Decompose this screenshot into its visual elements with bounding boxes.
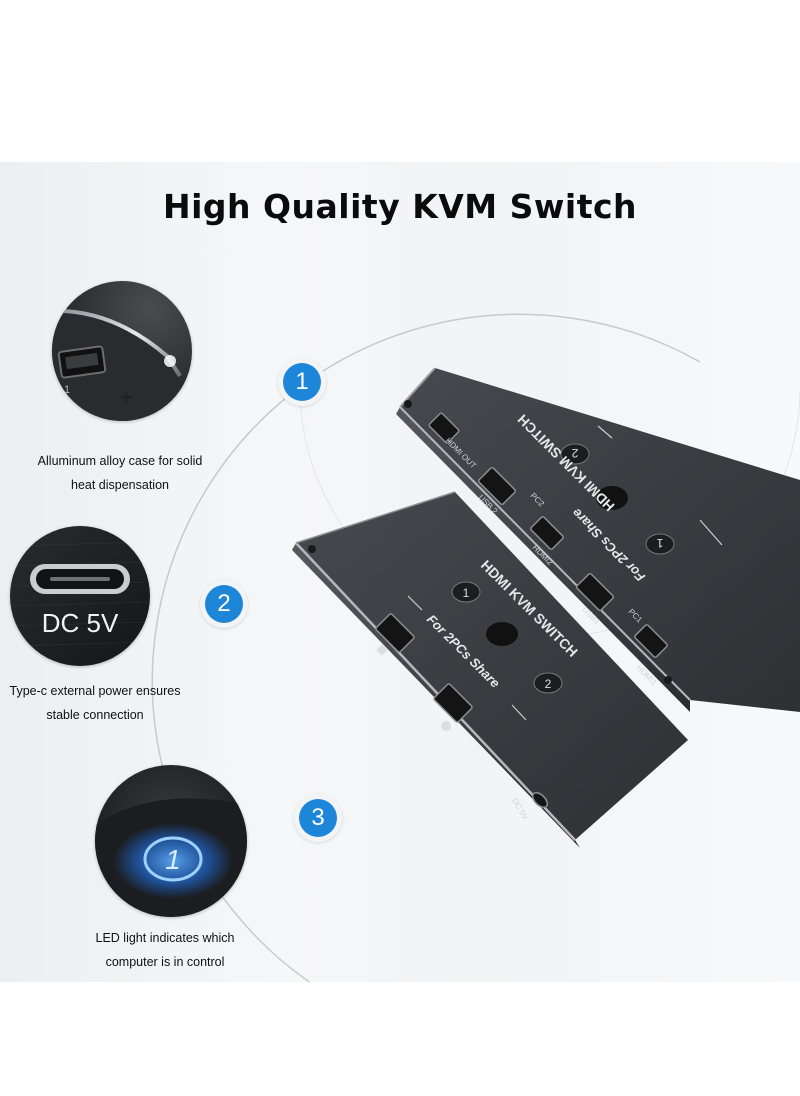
front-led-1: 1 — [463, 586, 470, 600]
led-number-label: 1 — [165, 844, 181, 875]
closeup-led-image: 1 — [95, 765, 247, 917]
closeup-type-c-port: DC 5V — [10, 526, 150, 666]
feature-1-caption-line1: Alluminum alloy case for solid — [37, 454, 203, 468]
feature-badge-1: 1 — [283, 363, 321, 401]
feature-2-caption: Type-c external power ensures stable con… — [0, 679, 205, 727]
closeup-led-indicator: 1 — [95, 765, 247, 917]
back-led-1: 1 — [656, 536, 663, 550]
front-led-2: 2 — [545, 677, 552, 691]
closeup-aluminum-case: 1 + — [52, 281, 192, 421]
plus-sign-label: + — [120, 385, 133, 410]
feature-2-caption-line2: stable connection — [46, 708, 144, 722]
feature-1-caption-line2: heat dispensation — [71, 478, 169, 492]
dc-5v-label: DC 5V — [42, 608, 119, 638]
port-number-label: 1 — [64, 384, 70, 396]
feature-1-caption: Alluminum alloy case for solid heat disp… — [10, 449, 230, 497]
feature-badge-3: 3 — [299, 799, 337, 837]
feature-2-caption-line1: Type-c external power ensures — [9, 684, 181, 698]
kvm-device-back: HDMI OUT USB 2 PC2 HDMI2 USB1 PC1 HDMI1 … — [396, 367, 800, 712]
front-dc-label: DC 5V — [510, 797, 530, 822]
page-title: High Quality KVM Switch — [162, 187, 638, 226]
feature-3-caption-line1: LED light indicates which — [95, 931, 235, 945]
closeup-aluminum-image: 1 + — [52, 281, 192, 421]
back-led-2: 2 — [571, 446, 578, 460]
feature-badge-2: 2 — [205, 585, 243, 623]
closeup-type-c-image: DC 5V — [10, 526, 150, 666]
feature-3-caption-line2: computer is in control — [105, 955, 225, 969]
feature-3-caption: LED light indicates which computer is in… — [55, 926, 275, 974]
